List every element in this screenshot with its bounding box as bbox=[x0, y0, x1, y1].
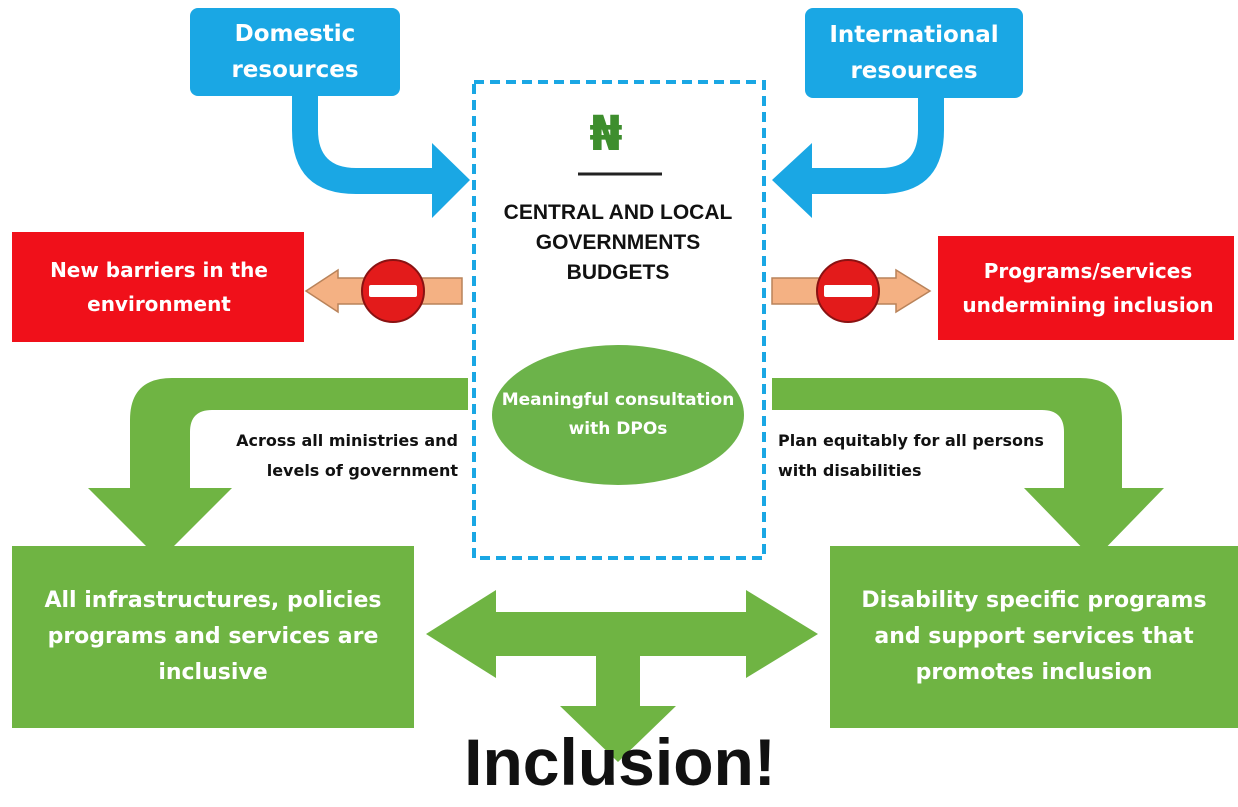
naira-currency-icon: ₦ bbox=[589, 106, 623, 162]
across-ministries-note: Across all ministries and levels of gove… bbox=[236, 431, 458, 480]
central-budgets-title: CENTRAL AND LOCAL GOVERNMENTS BUDGETS bbox=[503, 201, 733, 284]
programs-undermining-box bbox=[938, 236, 1234, 340]
inclusive-services-box bbox=[12, 546, 414, 728]
domestic-resources-box bbox=[190, 8, 470, 218]
left-curved-arrow-icon bbox=[88, 378, 468, 560]
right-curved-arrow-icon bbox=[772, 378, 1164, 560]
inclusive-services-label: All infrastructures, policies programs a… bbox=[44, 588, 382, 685]
plan-equitably-note: Plan equitably for all persons with disa… bbox=[778, 431, 1044, 480]
consultation-label: Meaningful consultation with DPOs bbox=[501, 390, 735, 439]
inclusion-outcome: Inclusion! bbox=[464, 725, 776, 799]
international-resources-box bbox=[772, 8, 1023, 218]
new-barriers-box bbox=[12, 232, 304, 342]
new-barriers-label: New barriers in the environment bbox=[50, 258, 268, 316]
domestic-resources-label: Domestic resources bbox=[231, 21, 359, 83]
disability-programs-label: Disability specific programs and support… bbox=[861, 588, 1207, 685]
international-arrow-icon bbox=[772, 92, 944, 218]
programs-undermining-label: Programs/services undermining inclusion bbox=[962, 259, 1214, 317]
international-resources-label: International resources bbox=[829, 22, 999, 84]
consultation-oval bbox=[492, 345, 744, 485]
disability-programs-box bbox=[830, 546, 1238, 728]
right-blocked-arrow bbox=[771, 259, 932, 323]
left-blocked-arrow bbox=[304, 259, 463, 323]
connector-arrows-icon bbox=[426, 590, 818, 762]
domestic-arrow-icon bbox=[292, 90, 470, 218]
central-dashed-box bbox=[472, 80, 766, 560]
